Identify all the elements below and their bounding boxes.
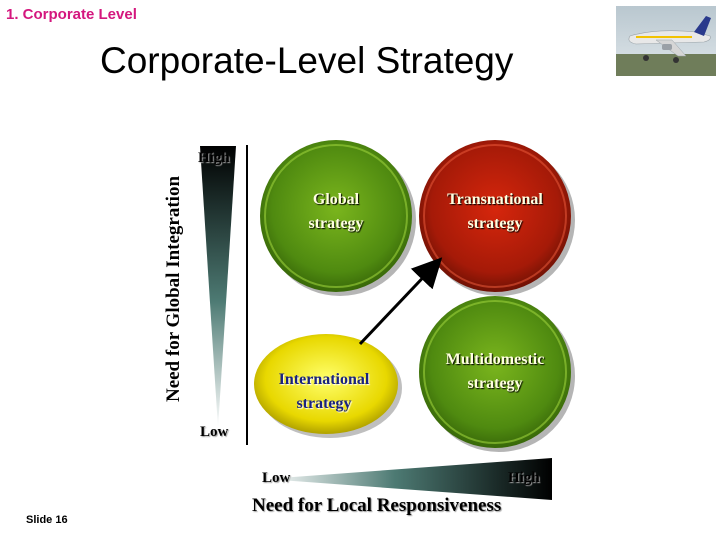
international-strategy-label: International strategy bbox=[278, 371, 370, 412]
slide-number: Slide 16 bbox=[26, 514, 68, 526]
x-axis-title: Need for Local Responsiveness bbox=[252, 495, 502, 516]
multidomestic-strategy-label: Multidomestic strategy bbox=[445, 351, 545, 392]
global-strategy-circle bbox=[260, 140, 416, 296]
y-axis-title: Need for Global Integration bbox=[163, 175, 184, 403]
transnational-strategy-label: Transnational strategy bbox=[447, 191, 543, 232]
x-gradient-wedge bbox=[266, 458, 552, 500]
international-strategy-circle bbox=[254, 334, 402, 438]
airplane-photo bbox=[616, 6, 716, 76]
evolution-arrow bbox=[358, 257, 443, 346]
global-strategy-label: Global strategy bbox=[308, 191, 364, 232]
section-label: 1. Corporate Level bbox=[6, 6, 137, 23]
multidomestic-strategy-circle bbox=[419, 296, 575, 452]
y-gradient-wedge bbox=[200, 146, 236, 428]
slide-title: Corporate-Level Strategy bbox=[100, 40, 514, 81]
x-tick-high: High bbox=[508, 470, 540, 486]
y-tick-high: High bbox=[198, 150, 230, 166]
transnational-strategy-circle bbox=[419, 140, 575, 296]
y-tick-low: Low bbox=[200, 424, 229, 440]
x-tick-low: Low bbox=[262, 470, 291, 486]
